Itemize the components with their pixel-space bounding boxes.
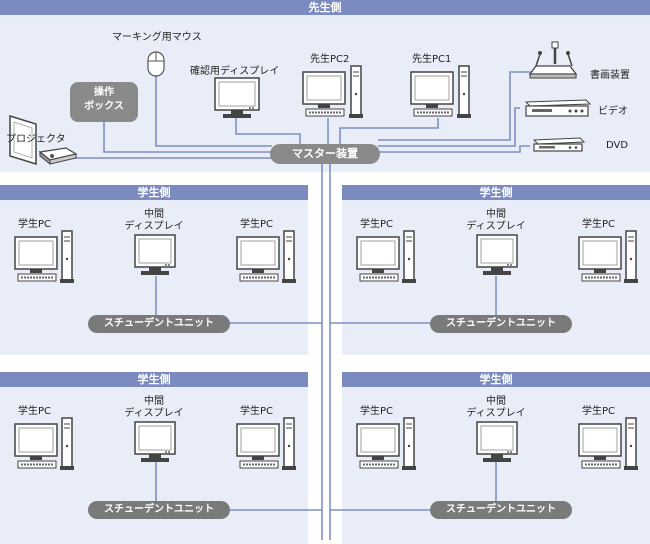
desktop-pc-icon <box>354 416 418 476</box>
middle-display-label-line1: 中間 <box>486 396 506 407</box>
student-pc-right-label: 学生PC <box>240 406 274 417</box>
document-camera-icon <box>528 41 578 79</box>
operation-box[interactable]: 操作 ボックス <box>70 82 138 122</box>
desktop-pc-icon <box>234 229 298 289</box>
desktop-pc-icon <box>12 229 76 289</box>
mouse-icon <box>147 51 165 77</box>
teacher-panel-header: 先生側 <box>0 0 650 15</box>
middle-display-label-line2: ディスプレイ <box>124 408 184 419</box>
master-device[interactable]: マスター装置 <box>270 144 380 164</box>
desktop-pc-icon <box>302 65 363 118</box>
operation-box-line2: ボックス <box>84 101 124 112</box>
desktop-pc-icon <box>234 416 298 476</box>
student-pc-right-label: 学生PC <box>582 406 616 417</box>
teacher-pc1-label: 先生PC1 <box>412 54 452 65</box>
projector-icon <box>9 114 78 166</box>
middle-display-label-line1: 中間 <box>144 209 164 220</box>
confirm-display-label: 確認用ディスプレイ <box>190 66 280 77</box>
dvd-label: DVD <box>606 140 629 151</box>
monitor-icon <box>474 420 520 468</box>
middle-display-label: 中間ディスプレイ <box>124 396 183 420</box>
video-deck-icon <box>524 99 592 117</box>
monitor-icon <box>214 77 260 118</box>
dvd-player-icon <box>532 137 586 152</box>
student-panel-header: 学生側 <box>342 185 650 200</box>
operation-box-line1: 操作 <box>94 87 114 98</box>
student-pc-right-label: 学生PC <box>582 219 616 230</box>
middle-display-label-line2: ディスプレイ <box>124 221 184 232</box>
desktop-pc-icon <box>576 416 640 476</box>
student-pc-left-label: 学生PC <box>18 219 52 230</box>
teacher-pc2-label: 先生PC2 <box>310 54 350 65</box>
student-panel-header: 学生側 <box>0 372 308 387</box>
marking-mouse-label: マーキング用マウス <box>112 32 202 43</box>
middle-display-label: 中間ディスプレイ <box>466 396 525 420</box>
student-unit[interactable]: スチューデントユニット <box>430 501 572 519</box>
desktop-pc-icon <box>576 229 640 289</box>
monitor-icon <box>474 233 520 281</box>
middle-display-label-line2: ディスプレイ <box>466 221 526 232</box>
middle-display-label: 中間ディスプレイ <box>124 209 183 233</box>
desktop-pc-icon <box>12 416 76 476</box>
student-pc-left-label: 学生PC <box>360 219 394 230</box>
monitor-icon <box>132 420 178 468</box>
video-label: ビデオ <box>598 106 628 117</box>
student-unit[interactable]: スチューデントユニット <box>88 501 230 519</box>
monitor-icon <box>132 233 178 281</box>
student-panel-header: 学生側 <box>0 185 308 200</box>
middle-display-label: 中間ディスプレイ <box>466 209 525 233</box>
student-pc-left-label: 学生PC <box>360 406 394 417</box>
middle-display-label-line2: ディスプレイ <box>466 408 526 419</box>
desktop-pc-icon <box>410 65 471 118</box>
middle-display-label-line1: 中間 <box>486 209 506 220</box>
student-unit[interactable]: スチューデントユニット <box>88 315 230 333</box>
desktop-pc-icon <box>354 229 418 289</box>
projector-label: プロジェクタ <box>6 134 66 145</box>
middle-display-label-line1: 中間 <box>144 396 164 407</box>
student-pc-left-label: 学生PC <box>18 406 52 417</box>
student-unit[interactable]: スチューデントユニット <box>430 315 572 333</box>
document-camera-label: 書画装置 <box>590 70 630 81</box>
student-pc-right-label: 学生PC <box>240 219 274 230</box>
student-panel-header: 学生側 <box>342 372 650 387</box>
